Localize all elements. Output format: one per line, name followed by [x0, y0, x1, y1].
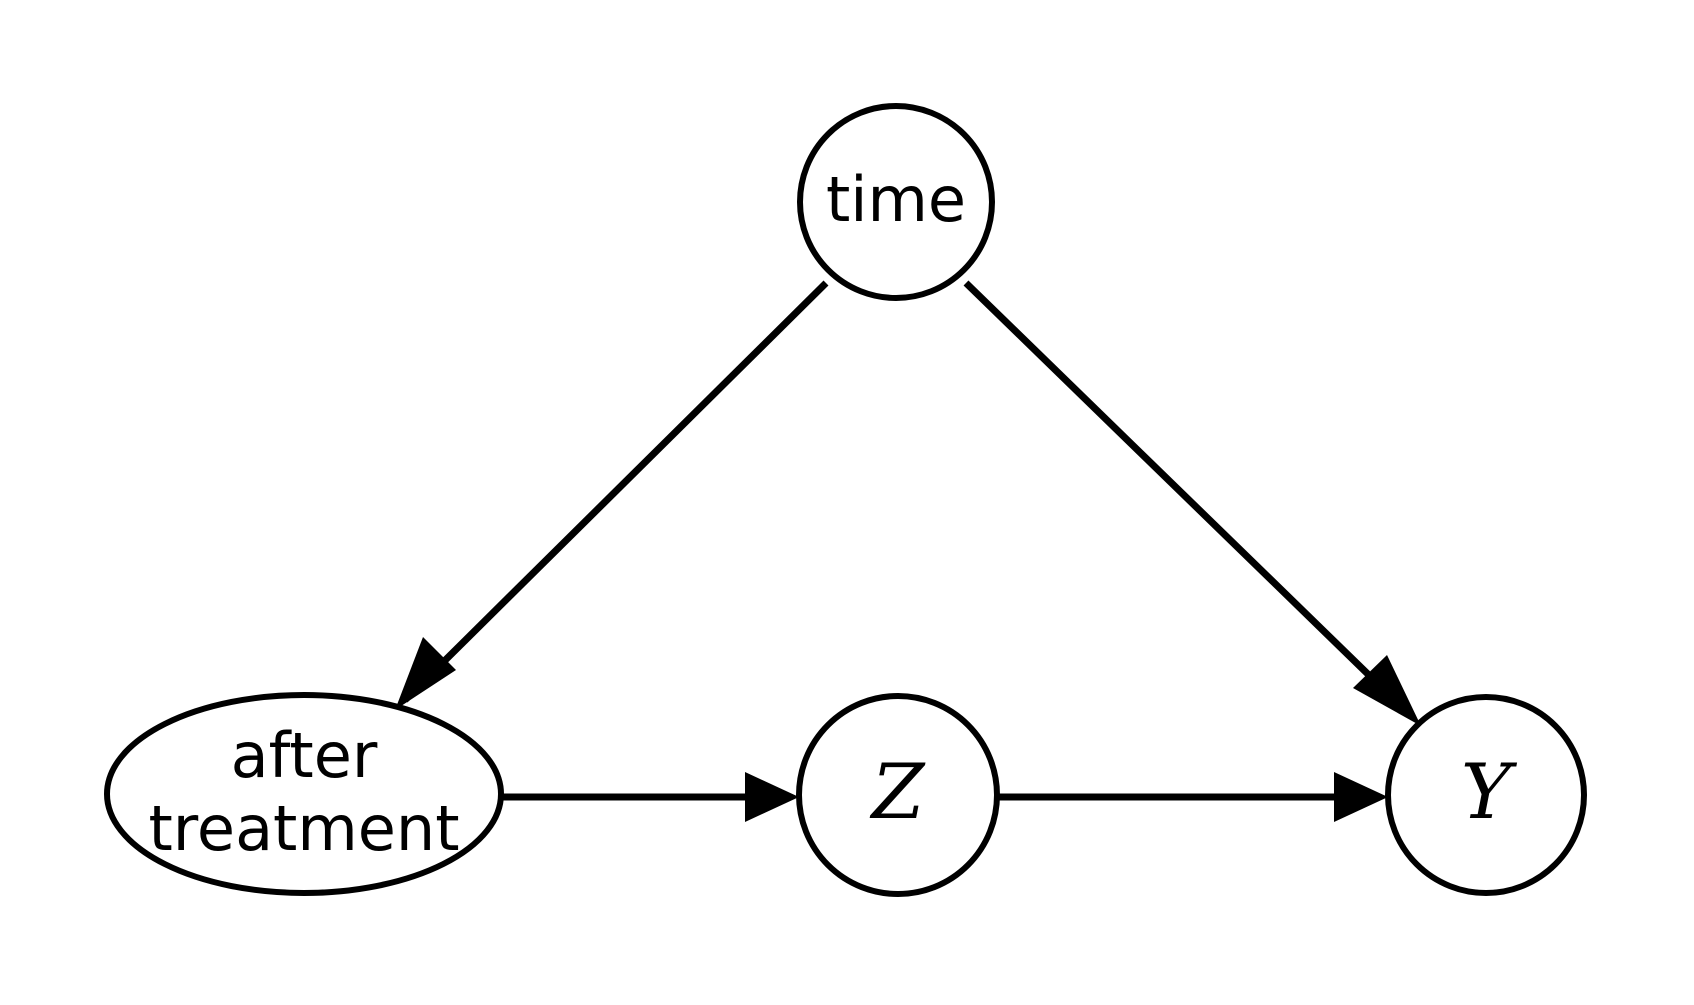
edge-time-to-after-treatment	[395, 280, 829, 710]
arrow-head-z-y	[1334, 772, 1388, 822]
arrow-head-after-treatment-z	[745, 772, 799, 822]
node-y[interactable]: Y	[1385, 694, 1587, 896]
node-time-circle[interactable]	[797, 103, 995, 301]
node-after-treatment[interactable]: after treatment	[104, 692, 504, 896]
node-after-treatment-label-line1: after	[231, 719, 378, 792]
node-time[interactable]: time	[797, 103, 995, 301]
node-z-circle[interactable]	[796, 693, 1000, 897]
node-after-treatment-label-line2: treatment	[148, 792, 459, 865]
edge-z-to-y	[997, 772, 1388, 822]
node-time-label: time	[826, 163, 966, 236]
edge-after-treatment-to-z	[503, 772, 799, 822]
node-y-circle[interactable]	[1385, 694, 1587, 896]
edge-time-to-y	[963, 280, 1421, 726]
node-after-treatment-ellipse[interactable]	[104, 692, 504, 896]
node-z-label: Z	[870, 747, 926, 836]
edge-line-time-after-treatment	[402, 280, 829, 703]
arrow-head-time-y	[1353, 655, 1421, 726]
node-z[interactable]: Z	[796, 693, 1000, 897]
edge-line-time-y	[963, 280, 1414, 719]
node-y-label: Y	[1461, 747, 1518, 836]
arrow-head-time-after-treatment	[395, 637, 456, 710]
